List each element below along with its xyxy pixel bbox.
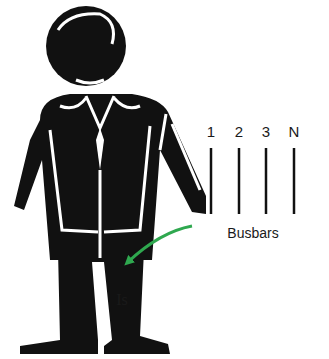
current-arrow [128,226,192,262]
person-figure [14,6,206,354]
busbar-number: 2 [235,124,243,139]
busbar-number: 3 [262,124,270,139]
busbar-label: Busbars [227,226,278,240]
busbar [238,148,241,214]
current-label: Is [116,292,128,308]
busbar-number: 1 [207,124,215,139]
busbar-number: N [289,124,300,139]
busbar [265,148,268,214]
busbar [293,148,296,214]
busbars [211,148,294,214]
busbar [210,148,213,214]
